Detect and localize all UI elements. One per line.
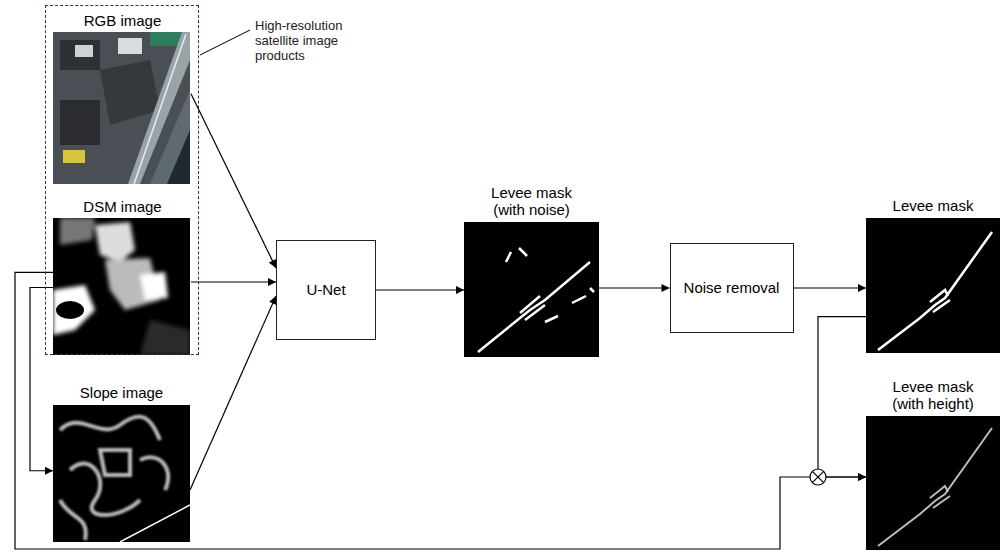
process-box: U-Net xyxy=(276,240,376,340)
process-box: Noise removal xyxy=(670,243,794,333)
image-ground xyxy=(53,32,190,184)
leader-line xyxy=(200,30,250,55)
flow-arrow xyxy=(30,288,54,471)
slope-image xyxy=(53,405,190,542)
height-blob xyxy=(60,218,95,245)
flow-arrow xyxy=(190,296,276,490)
height-blob xyxy=(53,285,95,335)
image-ground xyxy=(866,416,1000,550)
slope-edge xyxy=(120,505,190,542)
image-panel: DSM image xyxy=(54,219,191,356)
levee-line xyxy=(878,428,992,546)
flow-arrow xyxy=(191,281,276,282)
multiply-symbol xyxy=(810,469,826,485)
flow-arrow xyxy=(191,94,276,268)
panel-heading: Levee mask (with noise) xyxy=(477,184,587,219)
river-water xyxy=(167,130,190,184)
roof xyxy=(75,45,93,57)
rgb-satellite-image xyxy=(53,32,190,184)
height-mask-image xyxy=(866,416,1000,550)
flow-arrow xyxy=(376,289,464,290)
slope-edge xyxy=(100,450,130,475)
yellow-court xyxy=(63,150,85,163)
roof xyxy=(100,60,160,125)
multiply-circle xyxy=(810,469,826,485)
height-blob xyxy=(95,222,135,262)
roof xyxy=(60,100,100,145)
river-bank xyxy=(150,90,190,184)
slope-edge xyxy=(60,500,86,540)
box-label: Noise removal xyxy=(682,277,782,298)
panel-heading: DSM image xyxy=(68,198,178,215)
dsm-image xyxy=(53,218,190,355)
flow-arrow xyxy=(599,287,670,288)
image-ground xyxy=(53,405,190,542)
image-panel: Levee mask xyxy=(866,218,1000,353)
roof xyxy=(60,40,100,70)
roof xyxy=(118,38,142,54)
image-ground xyxy=(464,222,599,357)
panel-heading: High-resolution satellite image products xyxy=(255,19,363,64)
image-panel: Levee mask (with noise) xyxy=(464,222,599,357)
slope-edge xyxy=(60,417,160,440)
flow-arrow xyxy=(794,287,867,288)
image-panel: RGB image xyxy=(54,33,191,185)
void-blob xyxy=(56,301,84,319)
noisy-mask-image xyxy=(464,222,599,357)
height-blob xyxy=(140,320,190,355)
slope-edges xyxy=(60,417,168,540)
box-label: U-Net xyxy=(304,279,347,300)
levee-line xyxy=(478,248,594,352)
panel-heading: Levee mask xyxy=(878,197,988,214)
image-panel: Levee mask (with height) xyxy=(866,416,1000,550)
panel-heading: Slope image xyxy=(67,384,177,401)
road-edge xyxy=(134,34,186,184)
clean-mask-image xyxy=(866,218,1000,353)
multiply-cross xyxy=(812,471,823,482)
image-panel: Slope image xyxy=(53,405,190,542)
slope-edge xyxy=(140,457,168,490)
image-ground xyxy=(866,218,1000,353)
panel-heading: RGB image xyxy=(68,12,178,29)
levee-road xyxy=(128,32,190,184)
multiply-cross xyxy=(812,471,823,482)
levee-line xyxy=(878,232,992,350)
image-group: High-resolution satellite image products… xyxy=(45,5,199,355)
image-ground xyxy=(53,218,190,355)
height-blobs xyxy=(53,218,190,355)
flow-arrow xyxy=(818,317,866,477)
panel-heading: Levee mask (with height) xyxy=(878,378,988,413)
height-blob xyxy=(140,272,168,300)
